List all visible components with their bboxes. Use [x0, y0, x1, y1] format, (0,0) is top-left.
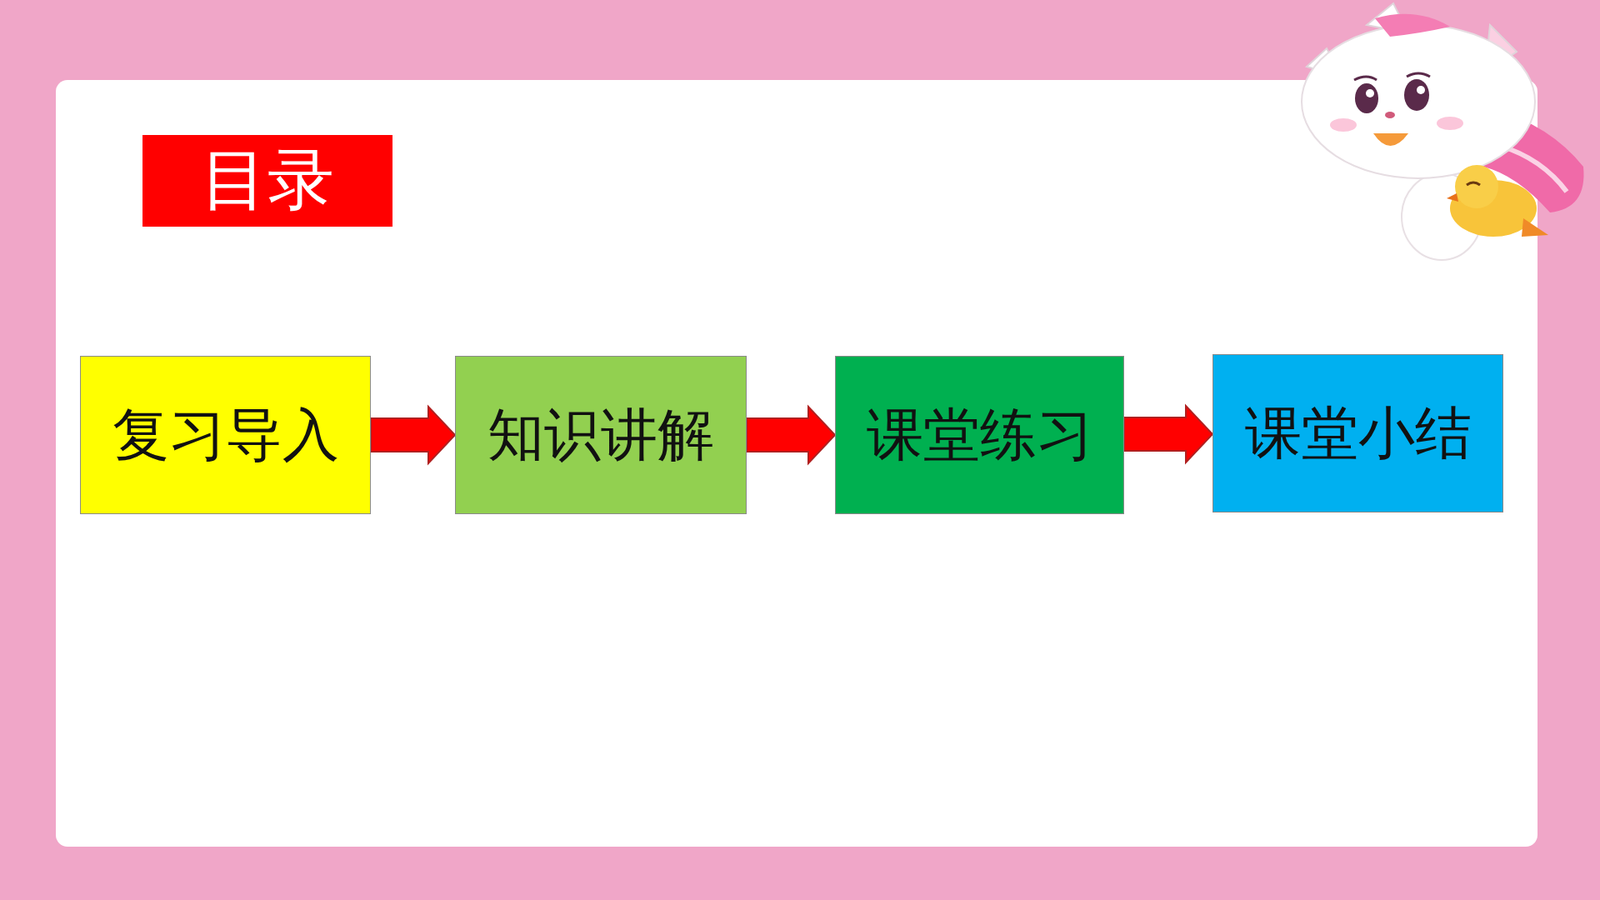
- cat-eye-right: [1404, 79, 1430, 111]
- cat-cheek: [1330, 118, 1357, 132]
- block-arrow: [1124, 405, 1213, 463]
- chick-tail: [1521, 218, 1549, 237]
- box-label: 复习导入: [112, 397, 340, 474]
- eye-shine: [1416, 85, 1425, 95]
- cat-cheek: [1436, 116, 1464, 130]
- process-box: 复习导入: [80, 355, 371, 515]
- title-text: 目录: [200, 135, 335, 226]
- title-box: 目录: [142, 135, 393, 227]
- chick: [1446, 165, 1549, 237]
- cat-nose: [1385, 111, 1395, 119]
- process-box: 课堂练习: [835, 355, 1125, 515]
- chick-head: [1455, 165, 1499, 209]
- process-box: 课堂小结: [1212, 354, 1504, 513]
- block-arrow: [746, 406, 835, 464]
- cat-bow: [1375, 14, 1450, 37]
- box-label: 知识讲解: [487, 397, 715, 474]
- box-label: 课堂练习: [866, 397, 1094, 474]
- process-box: 知识讲解: [455, 355, 747, 515]
- box-label: 课堂小结: [1245, 395, 1472, 472]
- chick-beak: [1446, 193, 1459, 202]
- cat-eye-left: [1355, 83, 1379, 114]
- cat-head: [1301, 25, 1535, 179]
- cat-mouth: [1373, 133, 1409, 146]
- cat-lashes: [1354, 73, 1430, 80]
- block-arrow: [370, 406, 455, 464]
- eye-shine: [1365, 89, 1375, 98]
- chick-eye: [1466, 182, 1480, 185]
- cartoon-cat: [1301, 3, 1585, 260]
